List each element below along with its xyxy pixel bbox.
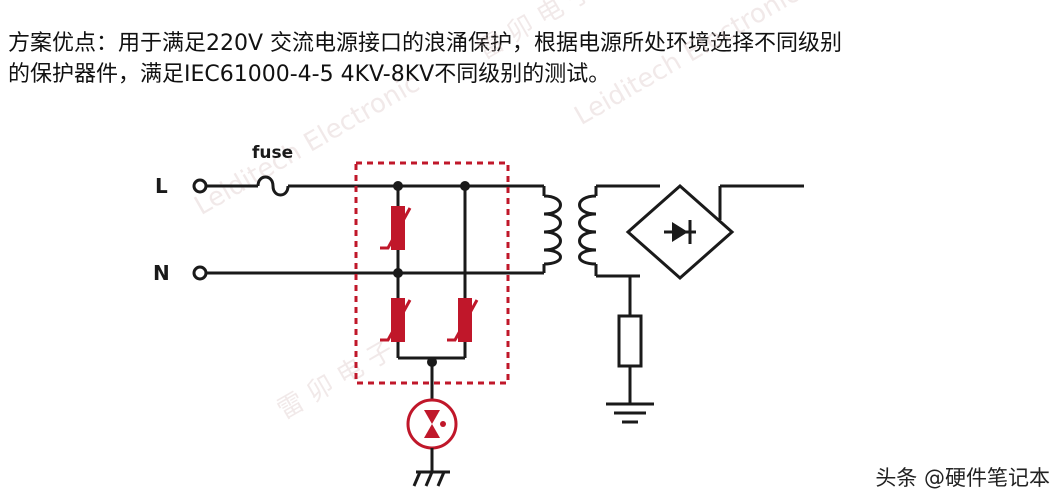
transformer-secondary	[578, 194, 597, 266]
terminal-l	[192, 178, 208, 194]
varistor-icon	[380, 298, 412, 342]
line-l-wire	[206, 175, 546, 197]
gas-discharge-tube-icon	[406, 398, 458, 450]
varistor-icon	[447, 298, 479, 342]
description-line-1: 方案优点：用于满足220V 交流电源接口的浪涌保护，根据电源所处环境选择不同级别	[8, 31, 843, 56]
fuse-symbol	[256, 175, 290, 197]
description: 方案优点：用于满足220V 交流电源接口的浪涌保护，根据电源所处环境选择不同级别…	[8, 28, 1048, 90]
label-fuse: fuse	[252, 143, 293, 163]
protection-wiring	[396, 186, 467, 400]
terminal-n	[192, 265, 208, 281]
varistor-icon	[380, 206, 412, 250]
label-l: L	[155, 174, 168, 198]
label-n: N	[153, 261, 170, 285]
secondary-wiring	[594, 184, 660, 278]
line-n-wire	[206, 264, 546, 275]
description-line-2: 的保护器件，满足IEC61000-4-5 4KV-8KV不同级别的测试。	[8, 62, 611, 87]
ground-icon	[606, 402, 654, 424]
transformer-primary	[543, 194, 562, 266]
chassis-ground-icon	[412, 470, 450, 487]
bridge-rectifier	[625, 183, 735, 281]
diode-icon	[664, 220, 696, 244]
credit: 头条 @硬件笔记本	[875, 466, 1050, 490]
resistor	[617, 314, 643, 368]
